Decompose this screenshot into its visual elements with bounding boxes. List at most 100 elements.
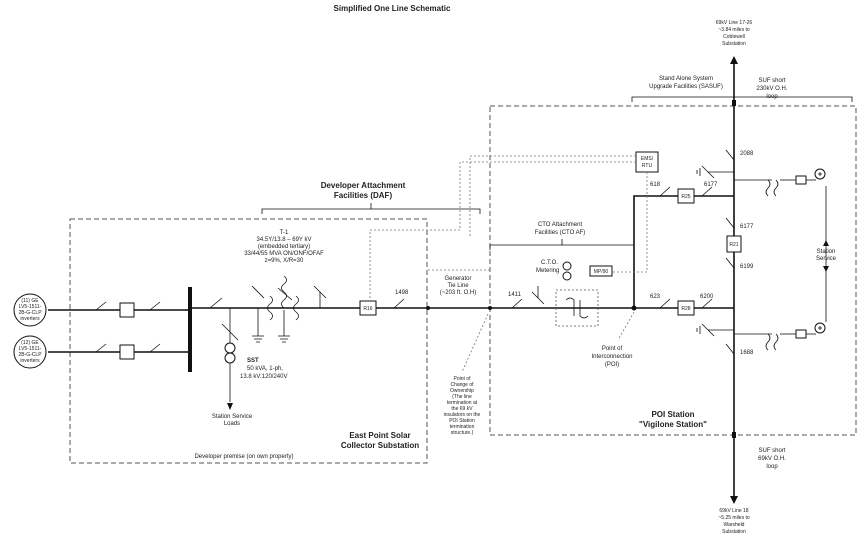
mprb-box — [589, 265, 613, 277]
meter-icon-1 — [562, 261, 572, 271]
suf-top-marker — [732, 100, 736, 106]
svg-text:Stand Alone System: Stand Alone System — [659, 76, 713, 82]
svg-text:13.8 kV:120/240V: 13.8 kV:120/240V — [240, 374, 287, 380]
breaker-r28 — [677, 300, 695, 316]
switch-6177a — [701, 186, 713, 197]
station-service-label: Station Service — [816, 249, 837, 262]
breaker-r16 — [359, 300, 377, 316]
svg-text:SUF short: SUF short — [758, 448, 785, 454]
collector-label: East Point Solar Collector Substation — [341, 431, 419, 450]
svg-text:(11) GE: (11) GE — [21, 298, 39, 304]
svg-text:50 kVA, 1-ph,: 50 kVA, 1-ph, — [247, 366, 283, 372]
svg-text:230kV O.H.: 230kV O.H. — [756, 86, 787, 92]
switch-2088-label: 2088 — [740, 151, 754, 157]
svg-text:T-1: T-1 — [280, 230, 289, 236]
inverter-1-label: (11) GE LV5-1511- 2B-G-CLP inverters — [18, 298, 42, 322]
breaker-r16-label: R16 — [363, 306, 372, 312]
switch-2088 — [725, 149, 735, 161]
switch-618-label: 618 — [650, 182, 661, 188]
switch-623-label: 623 — [650, 294, 661, 300]
svg-text:CTO Attachment: CTO Attachment — [538, 222, 583, 228]
daf-brace — [261, 203, 481, 214]
svg-text:Interconnection: Interconnection — [591, 354, 632, 360]
feeder-1-equipment — [95, 301, 161, 318]
gen-tie-label: Generator Tie Line (~203 ft. O.H) — [440, 276, 477, 296]
svg-text:Station: Station — [817, 249, 836, 255]
svg-text:Metering: Metering — [536, 268, 559, 274]
breaker-r21 — [726, 235, 742, 253]
svg-text:Facilities (CTO AF): Facilities (CTO AF) — [535, 230, 586, 236]
svg-text:Point of: Point of — [602, 346, 623, 352]
poi-label: Point of Interconnection (POI) — [591, 346, 632, 368]
breaker-r28-label: R28 — [681, 306, 690, 312]
svg-text:Collector Substation: Collector Substation — [341, 441, 419, 450]
svg-text:Service: Service — [816, 256, 837, 262]
rtu-comm-line-3 — [612, 172, 648, 273]
metering-ct-icon — [565, 297, 589, 319]
station-service-loads-arrow — [227, 403, 233, 410]
feeder-2-equipment — [95, 343, 161, 360]
pcoo-pointer — [461, 313, 489, 373]
svg-text:Tie Line: Tie Line — [447, 283, 469, 289]
switch-1498-label: 1498 — [395, 290, 409, 296]
svg-text:East Point Solar: East Point Solar — [349, 431, 410, 440]
sasuf-brace — [631, 96, 853, 102]
cto-af-label: CTO Attachment Facilities (CTO AF) — [535, 222, 586, 236]
svg-text:structure.): structure.) — [451, 430, 474, 436]
sst-coil-1-icon — [224, 342, 236, 354]
breaker-r25 — [677, 188, 695, 204]
switch-1411-label: 1411 — [508, 292, 522, 298]
switch-1688-label: 1688 — [740, 350, 754, 356]
top-line-label: 69kV Line 17-26 ~3.84 miles to Coblewell… — [716, 20, 753, 47]
svg-text:2B-G-CLP: 2B-G-CLP — [18, 352, 42, 358]
switch-6200 — [701, 298, 713, 309]
svg-text:termination: termination — [450, 424, 475, 430]
arrester-bottom-icon — [696, 323, 734, 337]
svg-text:Upgrade Facilities (SASUF): Upgrade Facilities (SASUF) — [649, 84, 723, 90]
svg-text:SUF short: SUF short — [758, 78, 785, 84]
poi-pointer — [617, 311, 635, 341]
svg-text:Substation: Substation — [722, 41, 746, 47]
svg-text:termination at: termination at — [447, 400, 478, 406]
inverter-group-1-icon — [13, 293, 47, 327]
bottom-line-label: 69kV Line 18 ~5.25 miles to Warsheld Sub… — [718, 508, 749, 535]
svg-text:Loads: Loads — [224, 421, 240, 427]
svg-text:POI Station: POI Station — [449, 418, 475, 424]
svg-text:Change of: Change of — [450, 382, 474, 388]
svg-text:loop: loop — [766, 464, 778, 470]
ems-rtu-label-1: EMS/ — [641, 156, 654, 162]
top-arrow — [730, 56, 738, 64]
station-service-xfmr-top-icon — [734, 168, 826, 197]
svg-text:(12) GE: (12) GE — [21, 340, 39, 346]
svg-text:~3.84 miles to: ~3.84 miles to — [718, 27, 749, 33]
inverter-2-label: (12) GE LV5-1511- 2B-G-CLP inverters — [18, 340, 42, 364]
svg-text:(~203 ft. O.H): (~203 ft. O.H) — [440, 290, 477, 296]
rtu-comm-line-2 — [469, 155, 636, 236]
sst-coil-2-icon — [224, 352, 236, 364]
poi-station-boundary — [489, 105, 857, 436]
cto-af-brace — [489, 239, 635, 250]
gen-tie-node-right — [488, 306, 492, 310]
svg-text:insulators on the: insulators on the — [444, 412, 481, 418]
switch-6200-label: 6200 — [700, 294, 714, 300]
bottom-arrow — [730, 496, 738, 504]
svg-text:Point of: Point of — [454, 376, 472, 382]
suf-top-label: SUF short 230kV O.H. loop — [756, 78, 787, 100]
switch-1498 — [393, 298, 405, 309]
svg-text:Coblewell: Coblewell — [723, 34, 745, 40]
svg-text:inverters: inverters — [20, 316, 40, 322]
svg-text:Generator: Generator — [444, 276, 471, 282]
svg-text:Station Service: Station Service — [212, 414, 253, 420]
cto-metering-label: C.T.O. Metering — [536, 260, 559, 274]
svg-text:69kV Line 18: 69kV Line 18 — [719, 508, 748, 514]
developer-premise-label: Developer premise (on own property) — [194, 454, 293, 460]
switch-6199-label: 6199 — [740, 264, 754, 270]
transformer-t1-icon — [251, 275, 327, 343]
svg-text:C.T.O.: C.T.O. — [541, 260, 558, 266]
svg-text:34.5Y/13.8 – 69Y kV: 34.5Y/13.8 – 69Y kV — [257, 237, 312, 243]
svg-text:Facilities (DAF): Facilities (DAF) — [334, 191, 393, 200]
suf-bottom-marker — [732, 432, 736, 438]
svg-text:~5.25 miles to: ~5.25 miles to — [718, 515, 749, 521]
transformer-t1-label: T-1 34.5Y/13.8 – 69Y kV (embedded tertia… — [244, 230, 324, 264]
